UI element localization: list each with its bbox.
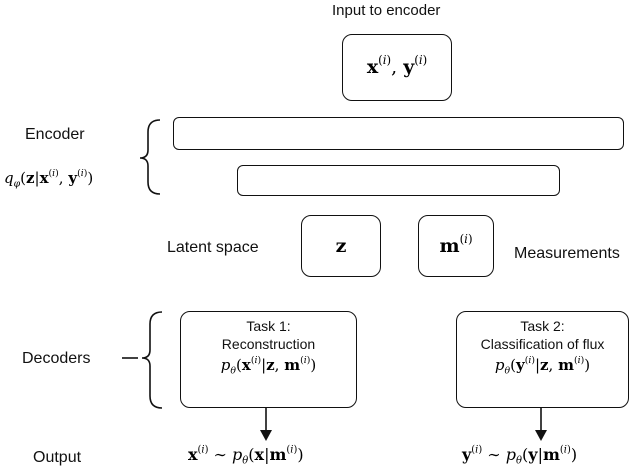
encoder-label: Encoder bbox=[25, 126, 85, 143]
output2-expression: y(i) ∼ pθ(y|m(i)) bbox=[462, 444, 578, 467]
task1-subtitle: Reconstruction bbox=[221, 335, 316, 352]
decoders-brace bbox=[141, 311, 163, 409]
arrow-task1-head bbox=[260, 430, 272, 441]
latent-space-label: Latent space bbox=[167, 239, 259, 256]
task1-distribution: pθ(x(i)|z, m(i)) bbox=[220, 355, 317, 377]
measurement-m: m(i) bbox=[439, 231, 473, 257]
latent-z-box: z bbox=[301, 215, 381, 277]
output-label: Output bbox=[33, 449, 82, 466]
task1-box bbox=[180, 311, 357, 408]
task2-content: Task 2: Classification of flux pθ(y(i)|z… bbox=[456, 318, 629, 377]
decoders-label: Decoders bbox=[22, 350, 91, 367]
task1-title: Task 1: bbox=[246, 318, 291, 334]
task2-distribution: pθ(y(i)|z, m(i)) bbox=[494, 355, 591, 377]
measurements-label: Measurements bbox=[514, 245, 620, 262]
task1-content: Task 1: Reconstruction pθ(x(i)|z, m(i)) bbox=[180, 318, 357, 377]
encoder-brace bbox=[139, 119, 161, 195]
task2-subtitle: Classification of flux bbox=[480, 335, 605, 352]
input-box: x(i), y(i) bbox=[342, 34, 452, 101]
input-title: Input to encoder bbox=[332, 2, 441, 19]
input-vars: x(i), y(i) bbox=[366, 53, 428, 78]
encoder-layer-2 bbox=[237, 165, 560, 196]
encoder-distribution: qφ(z|x(i), y(i)) bbox=[4, 168, 94, 190]
arrow-task2-head bbox=[535, 430, 547, 441]
task2-box bbox=[456, 311, 629, 408]
task2-title: Task 2: bbox=[520, 318, 565, 334]
latent-z: z bbox=[335, 234, 347, 257]
measurement-box: m(i) bbox=[418, 215, 494, 277]
encoder-layer-1 bbox=[173, 117, 624, 150]
output1-expression: x(i) ∼ pθ(x|m(i)) bbox=[188, 444, 304, 467]
